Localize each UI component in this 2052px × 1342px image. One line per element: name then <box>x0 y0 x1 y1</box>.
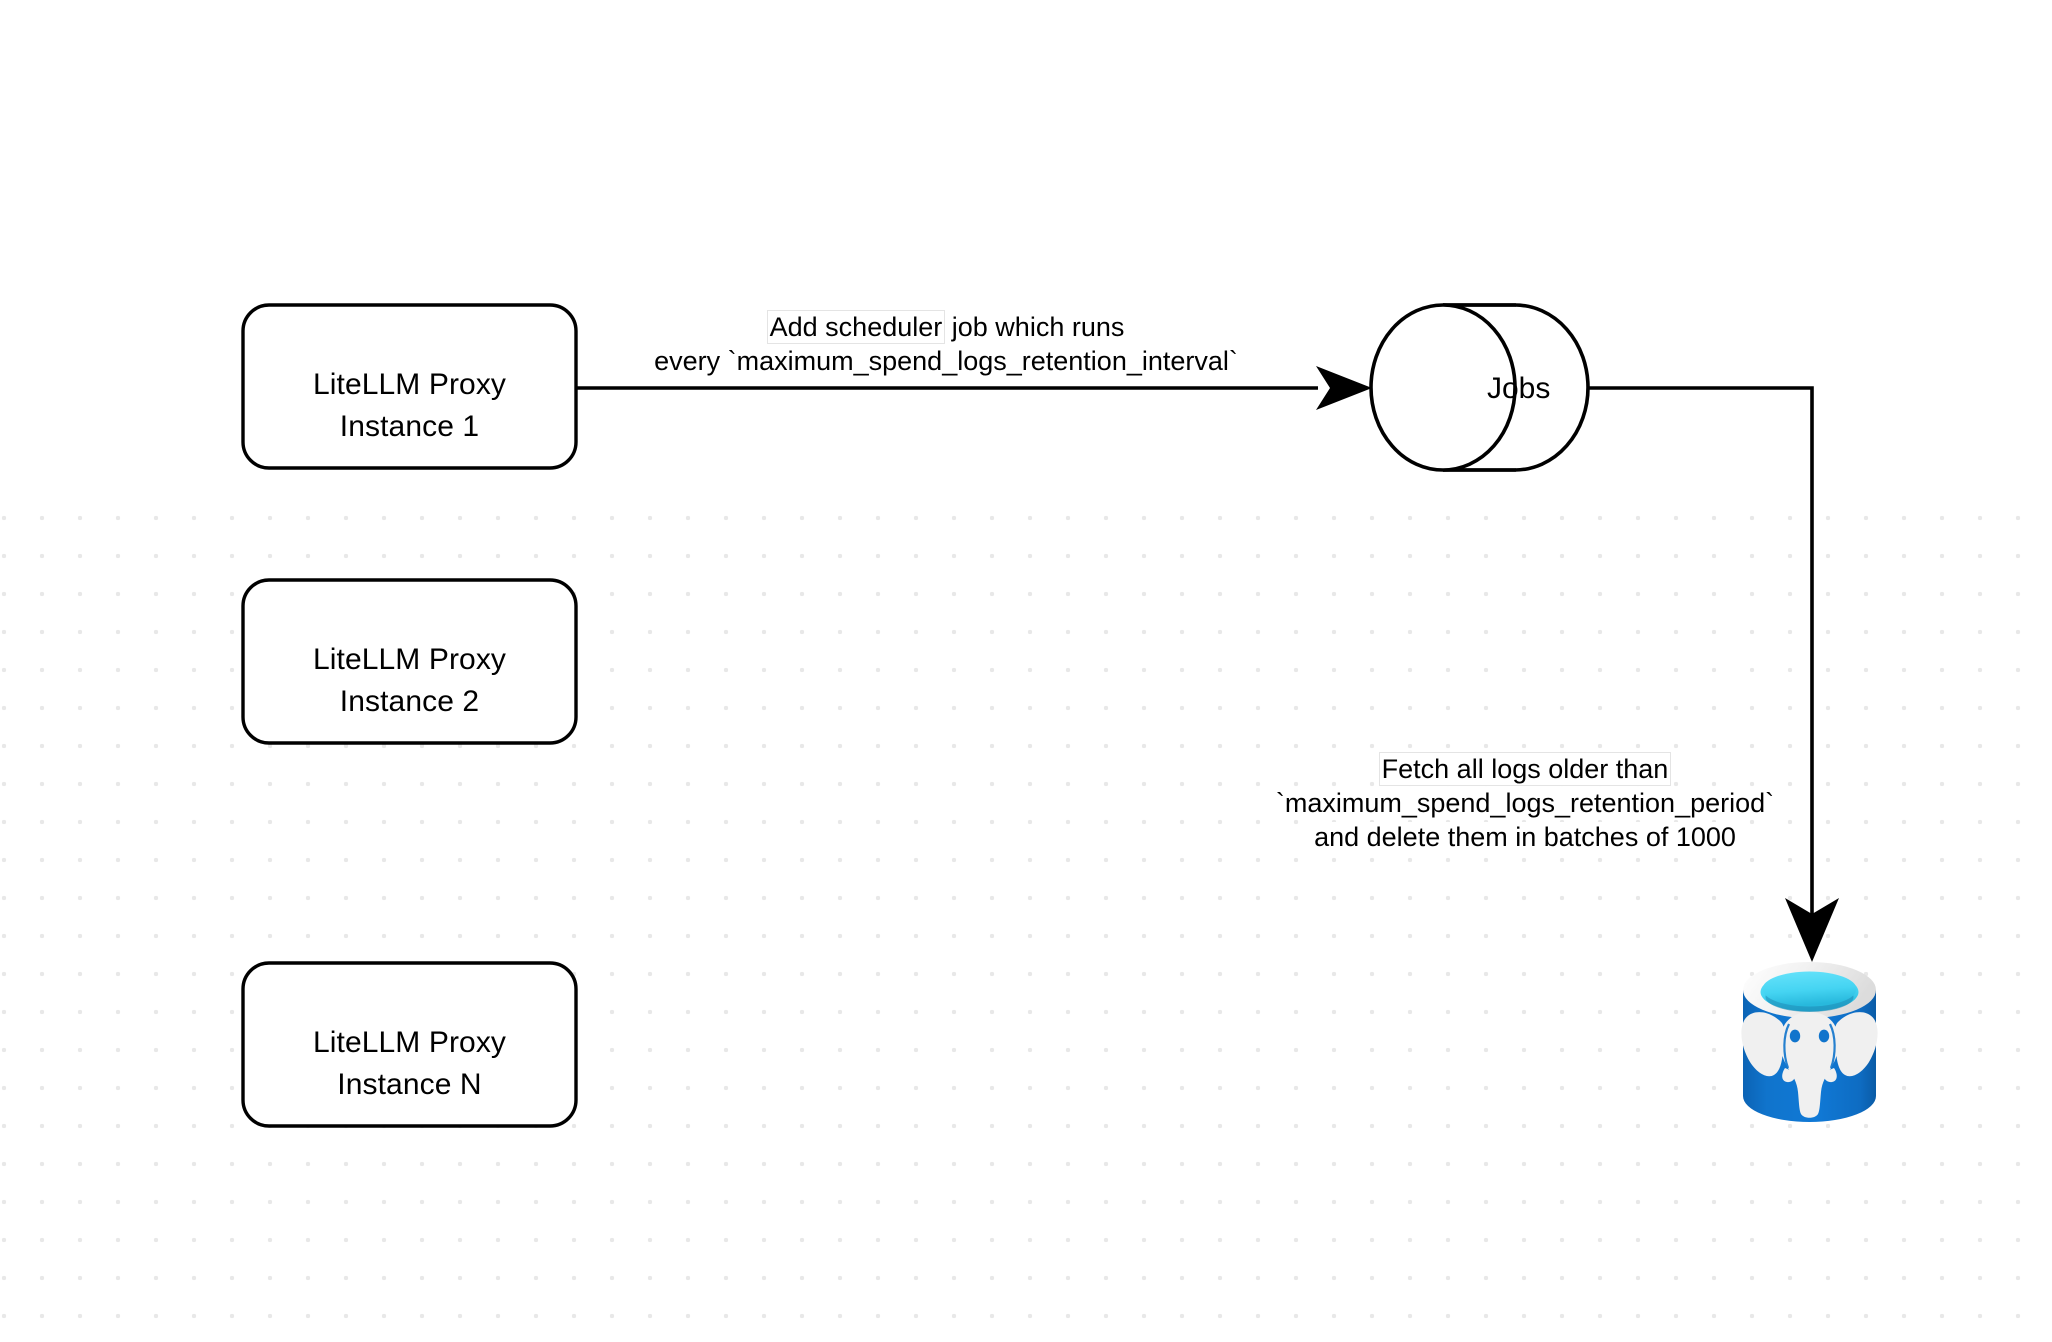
node-label-proxy-2: LiteLLM Proxy Instance 2 <box>243 639 576 723</box>
edge1-line-1-rest: job which runs <box>944 312 1125 342</box>
node-label-proxy-n: LiteLLM Proxy Instance N <box>243 1022 576 1106</box>
jobs-cylinder-left-cap <box>1369 303 1517 472</box>
postgresql-database-icon[interactable] <box>1741 962 1878 1122</box>
edge-label-add-scheduler-job: Add scheduler job which runs every `maxi… <box>596 310 1296 378</box>
edge1-line-1-highlight: Add scheduler <box>766 310 946 344</box>
edge2-line-1: Fetch all logs older than <box>1245 752 1805 786</box>
proxy-2-line-2: Instance 2 <box>339 685 480 718</box>
proxy-n-line-2: Instance N <box>337 1068 482 1101</box>
edge-label-fetch-and-delete-logs: Fetch all logs older than `maximum_spend… <box>1245 752 1805 854</box>
edge-proxy1-to-jobs <box>576 366 1372 410</box>
postgres-elephant-eyes <box>1789 1029 1830 1043</box>
edge2-line-2: `maximum_spend_logs_retention_period` <box>1275 788 1775 818</box>
node-proxy-instance-n[interactable] <box>241 961 578 1128</box>
proxy-n-line-1: LiteLLM Proxy <box>312 1026 507 1059</box>
proxy-2-line-1: LiteLLM Proxy <box>312 643 507 676</box>
edge2-line-1-highlight: Fetch all logs older than <box>1378 752 1672 786</box>
proxy-1-line-2: Instance 1 <box>339 410 480 443</box>
proxy-1-line-1: LiteLLM Proxy <box>312 368 507 401</box>
edge1-line-2: every `maximum_spend_logs_retention_inte… <box>654 346 1238 376</box>
edge1-line-1: Add scheduler job which runs <box>596 310 1296 344</box>
edge-jobs-to-postgres <box>1589 386 1839 962</box>
postgres-elephant-ear-lines <box>1783 1023 1836 1069</box>
node-label-proxy-1: LiteLLM Proxy Instance 1 <box>243 364 576 448</box>
node-jobs-cylinder[interactable] <box>1369 303 1590 472</box>
node-proxy-instance-2[interactable] <box>241 578 578 745</box>
node-label-jobs: Jobs <box>1487 372 1551 405</box>
arrowhead-to-postgres <box>1785 898 1839 962</box>
edge2-line-3: and delete them in batches of 1000 <box>1314 822 1736 852</box>
arrowhead-to-jobs <box>1316 366 1372 410</box>
